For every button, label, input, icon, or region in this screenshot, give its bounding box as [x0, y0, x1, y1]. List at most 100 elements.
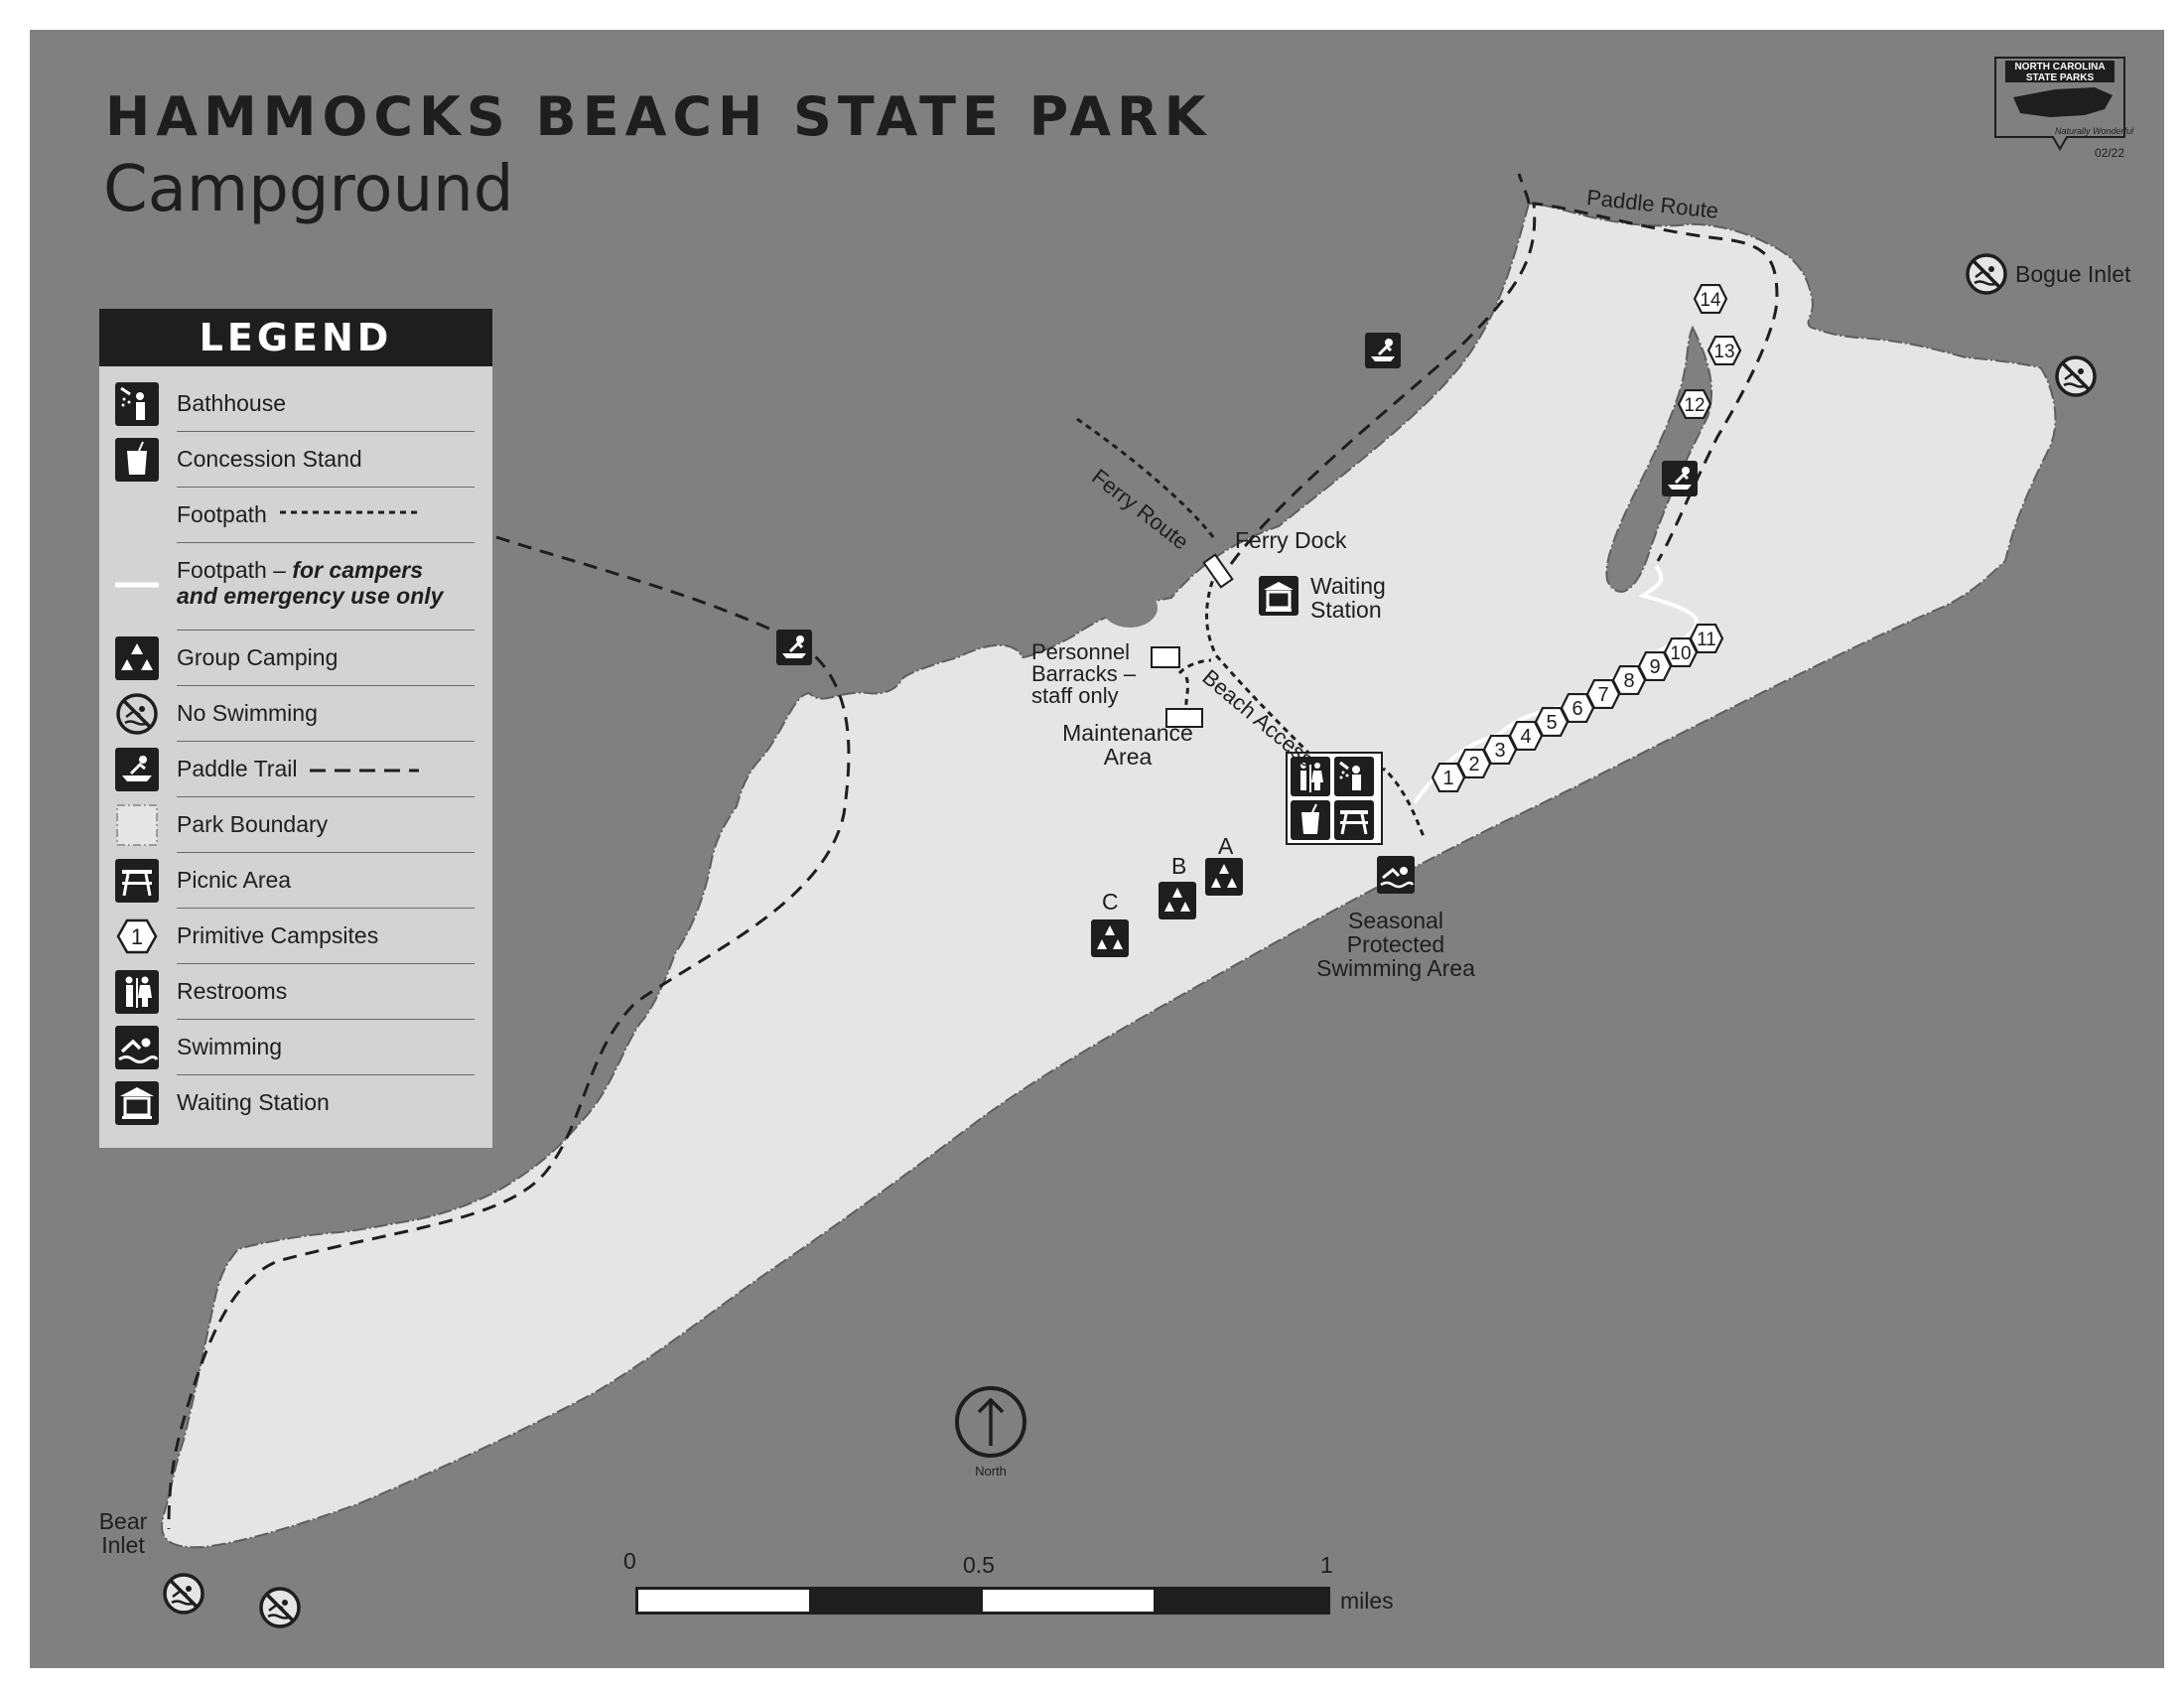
- legend-item-bathhouse: Bathhouse: [99, 376, 492, 432]
- campsite-label: 13: [1713, 342, 1734, 362]
- cup-icon: [1291, 800, 1330, 840]
- canoe-icon: [1662, 461, 1698, 496]
- tents-icon: [1091, 919, 1129, 957]
- label-personnel-2: Barracks –: [1031, 661, 1137, 686]
- legend-item-no-swimming: No Swimming: [99, 686, 492, 742]
- campsite-label: 7: [1597, 684, 1608, 706]
- label-group-c: C: [1102, 889, 1119, 914]
- scale-tick-0: 0: [623, 1548, 636, 1574]
- campsite-label: 10: [1670, 643, 1691, 664]
- page-title: HAMMOCKS BEACH STATE PARK: [105, 85, 1212, 148]
- campsite-label: 1: [1442, 768, 1453, 789]
- legend-item-camper-footpath: Footpath – for campers and emergency use…: [99, 543, 492, 631]
- legend-item-swimming: Swimming: [99, 1020, 492, 1075]
- canoe-icon: [115, 748, 159, 791]
- legend-panel: LEGEND Bathhouse Concession Stand Footpa…: [99, 309, 492, 1148]
- legend-item-concession: Concession Stand: [99, 432, 492, 488]
- no-swimming-icon: [1966, 253, 2007, 295]
- shower-icon: [115, 382, 159, 426]
- footpath-barracks: [1177, 658, 1212, 675]
- barracks-building: [1151, 646, 1180, 668]
- map-canvas: 1 2 3 4 5 6 7 8 9 10 11 12 13 14: [161, 57, 2125, 1628]
- map-frame: 1 2 3 4 5 6 7 8 9 10 11 12 13 14: [30, 30, 2164, 1668]
- label-maintenance-2: Area: [1103, 744, 1153, 770]
- picnic-table-icon: [115, 859, 159, 903]
- legend-label-emphasis: for campers: [292, 557, 424, 583]
- label-waiting-station-1: Waiting: [1310, 573, 1386, 599]
- legend-heading: LEGEND: [99, 309, 492, 366]
- hexagon-icon: 1: [116, 918, 158, 954]
- campsite-label: 3: [1494, 740, 1505, 762]
- shower-icon: [1334, 757, 1374, 796]
- campsite-label: 12: [1684, 395, 1705, 416]
- no-swimming-icon: [163, 1573, 205, 1615]
- campsite-label: 4: [1520, 726, 1531, 748]
- no-swimming-icon: [259, 1587, 301, 1628]
- footpath-line: [280, 510, 419, 514]
- maintenance-building: [1165, 708, 1203, 728]
- legend-item-group-camping: Group Camping: [99, 631, 492, 686]
- campsite-label: 11: [1697, 630, 1716, 650]
- canoe-icon: [1365, 333, 1401, 368]
- label-waiting-station-2: Station: [1310, 597, 1382, 623]
- facility-cluster: [1286, 752, 1383, 845]
- label-group-b: B: [1171, 853, 1187, 879]
- scale-bar: [635, 1587, 1330, 1615]
- label-personnel-3: staff only: [1031, 683, 1119, 708]
- label-bogue-inlet: Bogue Inlet: [2015, 261, 2131, 287]
- legend-label: Restrooms: [177, 978, 288, 1004]
- campsite-label: 14: [1700, 290, 1721, 311]
- page-subtitle: Campground: [103, 153, 514, 226]
- label-group-a: A: [1218, 833, 1234, 859]
- legend-label: Picnic Area: [177, 867, 292, 893]
- legend-item-restrooms: Restrooms: [99, 964, 492, 1020]
- cup-icon: [115, 438, 159, 482]
- ferry-dock-marker: [1202, 553, 1234, 589]
- swimmer-icon: [115, 1026, 159, 1069]
- no-swimming-icon: [116, 693, 158, 735]
- shelter-icon: [1259, 576, 1298, 616]
- footpath-maintenance: [1184, 676, 1191, 726]
- label-personnel-1: Personnel: [1031, 639, 1131, 664]
- label-bear-2: Inlet: [101, 1532, 145, 1558]
- label-north: North: [975, 1464, 1007, 1478]
- campsite-label: 9: [1649, 656, 1660, 678]
- legend-item-park-boundary: Park Boundary: [99, 797, 492, 853]
- legend-label: Group Camping: [177, 644, 339, 670]
- label-ferry-dock: Ferry Dock: [1235, 527, 1347, 553]
- tents-icon: [1205, 858, 1243, 896]
- scale-tick-mid: 0.5: [963, 1552, 995, 1578]
- scale-tick-1: 1: [1320, 1552, 1333, 1578]
- hexagon-sample-number: 1: [131, 924, 143, 949]
- north-arrow: [955, 1386, 1026, 1458]
- ferry-route: [1076, 417, 1218, 542]
- legend-label: Park Boundary: [177, 811, 329, 837]
- legend-item-campsites: 1 Primitive Campsites: [99, 909, 492, 964]
- boundary-box: [116, 804, 158, 846]
- label-seasonal-2: Protected: [1346, 931, 1445, 957]
- label-bear-1: Bear: [98, 1508, 148, 1534]
- scale-unit: miles: [1340, 1588, 1394, 1614]
- legend-label: Paddle Trail: [177, 756, 298, 781]
- label-seasonal-3: Swimming Area: [1316, 955, 1475, 981]
- legend-label: Bathhouse: [177, 390, 286, 416]
- legend-item-waiting-station: Waiting Station: [99, 1075, 492, 1131]
- legend-item-picnic: Picnic Area: [99, 853, 492, 909]
- restroom-icon: [115, 970, 159, 1014]
- paddle-trail-line: [310, 769, 419, 773]
- picnic-table-icon: [1334, 800, 1374, 840]
- logo-line-2: STATE PARKS: [2025, 72, 2095, 83]
- pond: [1102, 588, 1158, 628]
- logo-line-1: NORTH CAROLINA: [2014, 62, 2106, 72]
- canoe-icon: [776, 630, 812, 665]
- legend-label: Waiting Station: [177, 1089, 330, 1115]
- tents-icon: [115, 636, 159, 680]
- restroom-icon: [1291, 757, 1330, 796]
- map-date: 02/22: [2095, 146, 2125, 160]
- legend-label: Swimming: [177, 1034, 283, 1059]
- campsite-label: 6: [1571, 698, 1582, 720]
- paddle-trail: [167, 173, 1779, 1530]
- legend-item-footpath: Footpath: [99, 488, 492, 543]
- legend-item-paddle-trail: Paddle Trail: [99, 742, 492, 797]
- campsite-label: 8: [1623, 670, 1634, 692]
